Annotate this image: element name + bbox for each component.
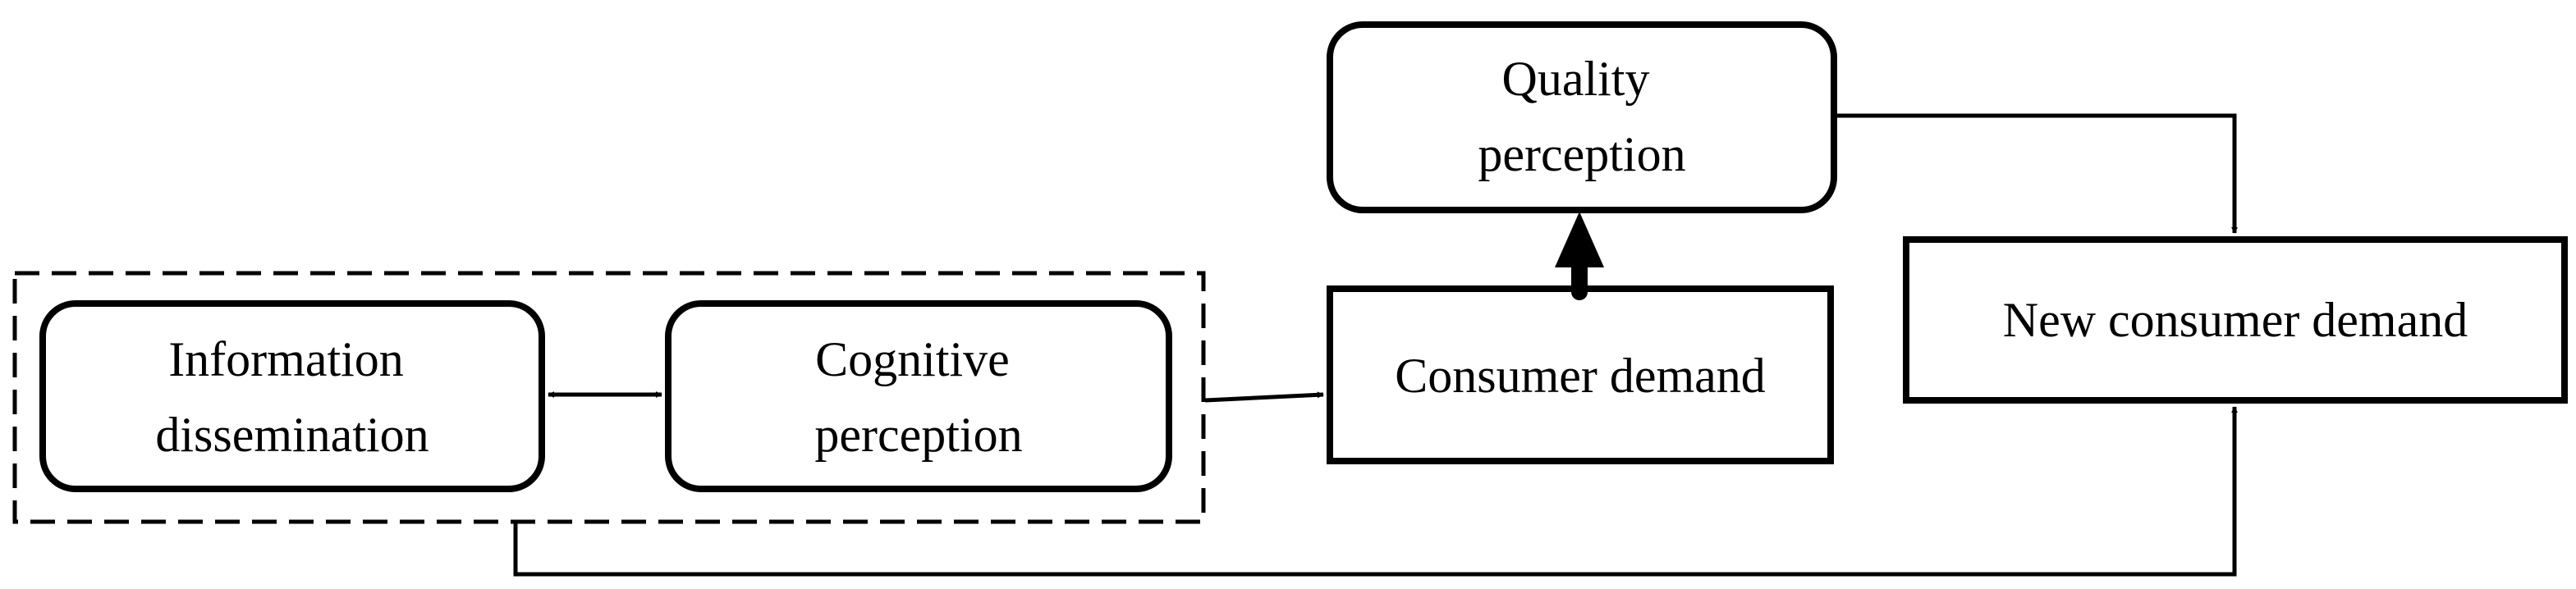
node-new-consumer-demand: New consumer demand — [1903, 236, 2568, 404]
node-cognitive-perception-line-1: Cognitive — [815, 332, 1010, 386]
node-cognitive-perception-box — [665, 300, 1172, 492]
node-new-consumer-demand-label: New consumer demand — [2003, 293, 2468, 347]
arrow-group-to-consumer-demand — [1204, 391, 1324, 403]
node-quality-perception-line-1: Quality — [1502, 52, 1650, 106]
node-cognitive-perception-line-2: perception — [814, 408, 1022, 462]
arrow-group-to-new-demand — [513, 406, 2238, 577]
node-information-dissemination-label: Information dissemination — [155, 332, 429, 462]
node-quality-perception: Quality perception — [1327, 21, 1837, 213]
node-quality-perception-label: Quality perception — [1478, 52, 1685, 181]
node-quality-perception-box — [1327, 21, 1837, 213]
node-information-dissemination: Information dissemination — [39, 300, 545, 492]
node-cognitive-perception-label: Cognitive perception — [814, 332, 1022, 462]
node-quality-perception-line-2: perception — [1478, 127, 1685, 181]
node-consumer-demand-line-1: Consumer demand — [1395, 349, 1766, 403]
node-new-consumer-demand-box — [1903, 236, 2568, 404]
node-information-dissemination-box — [39, 300, 545, 492]
node-new-consumer-demand-line-1: New consumer demand — [2003, 293, 2468, 347]
arrow-consumer-to-quality — [1555, 212, 1604, 300]
arrow-quality-to-new-demand — [1836, 113, 2238, 234]
node-consumer-demand-label: Consumer demand — [1395, 349, 1766, 403]
node-cognitive-perception: Cognitive perception — [665, 300, 1172, 492]
node-consumer-demand: Consumer demand — [1327, 285, 1834, 464]
node-information-dissemination-line-2: dissemination — [155, 408, 429, 462]
dashed-group-box — [12, 271, 1206, 524]
node-information-dissemination-line-1: Information — [168, 332, 404, 386]
